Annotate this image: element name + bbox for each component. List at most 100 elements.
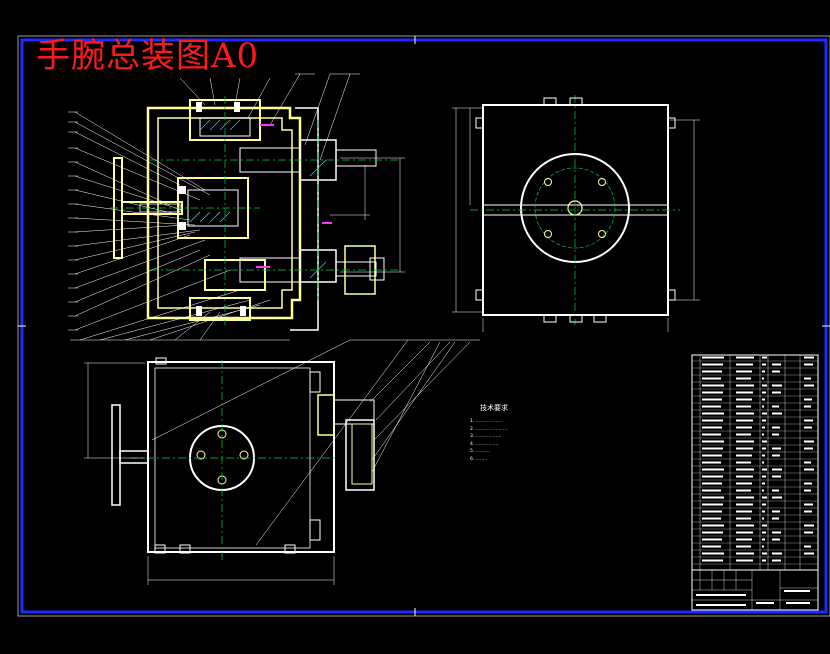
parts-cell-text <box>736 356 754 359</box>
parts-cell-text <box>762 524 767 527</box>
parts-cell-text <box>736 461 751 464</box>
parts-cell-text <box>702 552 724 555</box>
parts-cell-text <box>736 531 753 534</box>
parts-cell-text <box>762 433 764 436</box>
parts-cell-text <box>736 398 752 401</box>
parts-cell-text <box>772 363 781 366</box>
parts-cell-text <box>772 426 780 429</box>
parts-cell-text <box>736 412 754 415</box>
parts-cell-text <box>772 552 782 555</box>
parts-cell-text <box>804 524 814 527</box>
parts-cell-text <box>702 370 722 373</box>
note-line: 1. ................... <box>470 419 503 424</box>
note-line: 5. .......... <box>470 449 491 454</box>
parts-cell-text <box>736 419 753 422</box>
parts-cell-text <box>772 447 781 450</box>
parts-cell-text <box>736 363 753 366</box>
parts-cell-text <box>772 538 780 541</box>
parts-cell-text <box>702 496 724 499</box>
parts-cell-text <box>736 391 753 394</box>
top-view <box>452 95 700 332</box>
parts-cell-text <box>762 447 766 450</box>
parts-cell-text <box>804 419 813 422</box>
parts-cell-text <box>804 503 813 506</box>
parts-cell-text <box>762 419 766 422</box>
parts-cell-text <box>804 545 811 548</box>
parts-cell-text <box>804 461 811 464</box>
parts-cell-text <box>772 468 782 471</box>
parts-cell-text <box>702 363 723 366</box>
parts-cell-text <box>762 538 765 541</box>
technical-requirements-list: 1. ................... 2. ..............… <box>470 418 680 463</box>
parts-cell-text <box>804 440 814 443</box>
front-view <box>84 339 480 585</box>
parts-cell-text <box>762 510 765 513</box>
parts-cell-text <box>804 510 812 513</box>
parts-cell-text <box>772 391 781 394</box>
parts-cell-text <box>772 517 779 520</box>
parts-cell-text <box>804 426 812 429</box>
parts-cell-text <box>762 356 767 359</box>
note-line: 4. ................ <box>470 441 499 447</box>
parts-cell-text <box>702 538 722 541</box>
parts-cell-text <box>736 433 751 436</box>
parts-cell-text <box>804 489 811 492</box>
parts-cell-text <box>702 510 722 513</box>
parts-cell-text <box>772 531 781 534</box>
parts-cell-text <box>762 377 764 380</box>
parts-cell-text <box>736 524 754 527</box>
parts-cell-text <box>702 433 721 436</box>
parts-cell-text <box>762 461 764 464</box>
parts-cell-text <box>762 517 764 520</box>
parts-cell-text <box>762 482 765 485</box>
parts-cell-text <box>804 398 812 401</box>
parts-cell-text <box>736 377 751 380</box>
parts-cell-text <box>762 496 767 499</box>
parts-cell-text <box>736 489 751 492</box>
parts-cell-text <box>762 552 767 555</box>
parts-cell-text <box>702 454 722 457</box>
note-line: 6. ........ <box>470 456 488 462</box>
parts-cell-text <box>772 384 782 387</box>
parts-cell-text <box>804 377 811 380</box>
parts-cell-text <box>736 440 754 443</box>
parts-cell-text <box>772 475 781 478</box>
note-line: 3. .................. <box>470 434 502 439</box>
parts-cell-text <box>772 454 780 457</box>
parts-cell-text <box>702 384 724 387</box>
drawing-title: 手腕总装图A0 <box>36 36 260 76</box>
parts-cell-text <box>736 370 752 373</box>
parts-cell-text <box>772 370 780 373</box>
parts-cell-text <box>804 405 811 408</box>
parts-cell-text <box>762 363 766 366</box>
parts-cell-text <box>736 384 754 387</box>
parts-cell-text <box>736 475 753 478</box>
parts-cell-text <box>762 531 766 534</box>
parts-cell-text <box>702 559 723 562</box>
parts-cell-text <box>736 426 752 429</box>
parts-cell-text <box>702 419 723 422</box>
parts-cell-text <box>702 468 724 471</box>
parts-cell-text <box>762 405 764 408</box>
parts-cell-text <box>702 517 721 520</box>
parts-cell-text <box>762 468 767 471</box>
parts-cell-text <box>736 503 753 506</box>
parts-cell-text <box>736 496 754 499</box>
parts-cell-text <box>736 447 753 450</box>
parts-cell-text <box>702 391 723 394</box>
parts-cell-text <box>804 447 813 450</box>
parts-cell-text <box>762 426 765 429</box>
parts-cell-text <box>702 405 721 408</box>
parts-cell-text <box>804 468 814 471</box>
parts-cell-text <box>762 545 764 548</box>
parts-cell-text <box>772 405 779 408</box>
parts-cell-text <box>804 363 813 366</box>
parts-cell-text <box>702 398 722 401</box>
parts-cell-text <box>772 412 782 415</box>
parts-cell-text <box>762 559 766 562</box>
parts-cell-text <box>702 412 724 415</box>
parts-cell-text <box>736 538 752 541</box>
parts-cell-text <box>762 370 765 373</box>
title-block <box>691 569 819 611</box>
